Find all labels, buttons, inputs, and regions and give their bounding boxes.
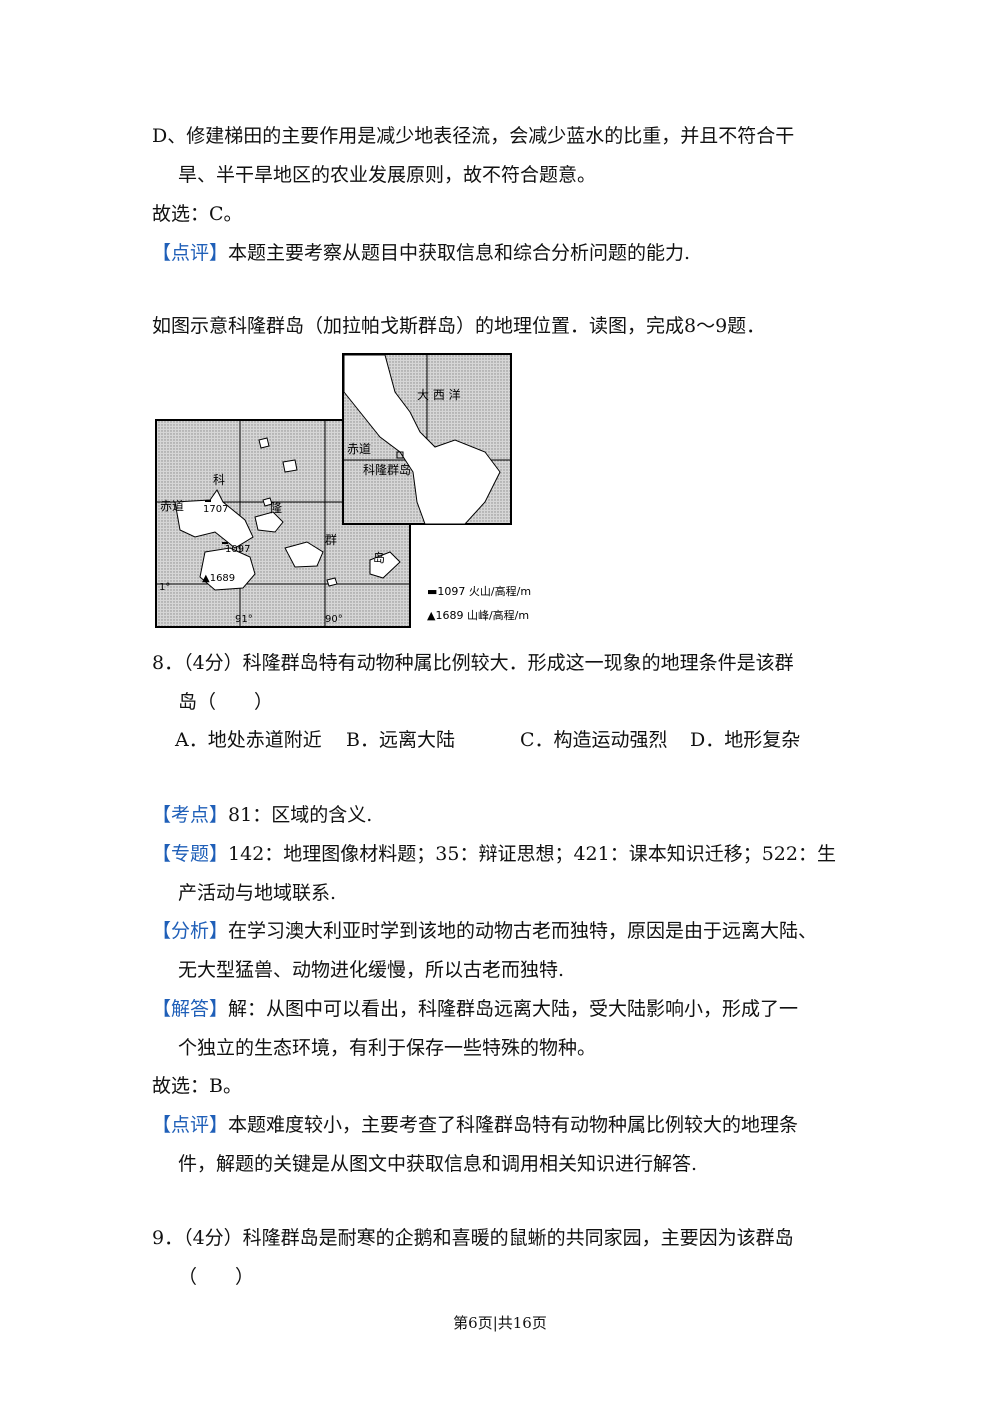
- small-island-2: [258, 437, 270, 449]
- san-cristobal-island: [369, 551, 401, 579]
- q8-stem-line2: 岛（ ）: [178, 691, 274, 713]
- peak-1689-label: ▲1689: [202, 573, 235, 584]
- main-equator-label: 赤道: [160, 499, 184, 513]
- inset-equator-label: 赤道: [347, 442, 371, 456]
- option-d-line2: 旱、半干旱地区的农业发展原则，故不符合题意。: [178, 164, 597, 186]
- island-east: [284, 541, 324, 568]
- jieda-line2: 个独立的生态环境，有利于保存一些特殊的物种。: [178, 1037, 597, 1059]
- label-dao: 岛: [373, 550, 385, 565]
- kaodian-tag: 【考点】: [152, 804, 229, 826]
- lon-91-label: 91°: [235, 614, 253, 625]
- jieda: 【解答】解：从图中可以看出，科隆群岛远离大陆，受大陆影响小，形成了一: [152, 997, 798, 1021]
- label-long: 隆: [270, 500, 282, 515]
- label-qun: 群: [325, 533, 337, 547]
- q8-stem-line1: 8．（4分）科隆群岛特有动物种属比例较大．形成这一现象的地理条件是该群: [152, 652, 794, 674]
- small-island-4: [326, 577, 338, 587]
- dianping-line2: 件，解题的关键是从图文中获取信息和调用相关知识进行解答.: [178, 1153, 698, 1175]
- fenxi-tag: 【分析】: [152, 920, 229, 942]
- comment-tag: 【点评】: [152, 242, 229, 264]
- fenxi: 【分析】在学习澳大利亚时学到该地的动物古老而独特，原因是由于远离大陆、: [152, 919, 817, 943]
- fenxi-line2: 无大型猛兽、动物进化缓慢，所以古老而独特.: [178, 959, 565, 981]
- galapagos-map-figure: 赤道 科 隆 群 岛 1707 1097 ▲1689 1° 91° 90° 大 …: [155, 353, 531, 628]
- map-intro: 如图示意科隆群岛（加拉帕戈斯群岛）的地理位置．读图，完成8～9题．: [152, 315, 766, 337]
- small-island-1: [282, 459, 298, 473]
- zhuanti: 【专题】142：地理图像材料题；35：辩证思想；421：课本知识迁移；522：生: [152, 842, 836, 866]
- kaodian: 【考点】81：区域的含义.: [152, 803, 372, 827]
- inset-islands-marker: [396, 451, 404, 459]
- isabela-north-island: [174, 489, 254, 549]
- q8-option-d: D．地形复杂: [690, 729, 801, 751]
- answer-prev: 故选：C。: [152, 203, 243, 225]
- zhuanti-line2: 产活动与地域联系.: [178, 882, 337, 904]
- q8-option-c: C．构造运动强烈: [520, 729, 668, 751]
- q9-stem-line1: 9．（4分）科隆群岛是耐寒的企鹅和喜暖的鼠蜥的共同家园，主要因为该群岛: [152, 1227, 794, 1249]
- page-footer: 第6页|共16页: [453, 1314, 547, 1332]
- jieda-tag: 【解答】: [152, 998, 229, 1020]
- isabela-south-island: [199, 547, 256, 591]
- volcano-1707-marker: [205, 500, 211, 502]
- inset-ocean-area: [343, 354, 501, 525]
- kaodian-text: 81：区域的含义.: [228, 804, 373, 826]
- zhuanti-tag: 【专题】: [152, 843, 229, 865]
- comment-prev: 【点评】本题主要考察从题目中获取信息和综合分析问题的能力.: [152, 241, 690, 265]
- small-island-3: [262, 497, 273, 507]
- legend-peak: ▲1689 山峰/高程/m: [427, 608, 529, 622]
- zhuanti-text: 142：地理图像材料题；35：辩证思想；421：课本知识迁移；522：生: [228, 843, 836, 865]
- q8-option-b: B．远离大陆: [346, 729, 455, 751]
- santa-cruz-island: [254, 511, 284, 533]
- jieda-text: 解：从图中可以看出，科隆群岛远离大陆，受大陆影响小，形成了一: [228, 998, 799, 1020]
- dianping-tag: 【点评】: [152, 1114, 229, 1136]
- volcano-1097-marker: [222, 542, 228, 544]
- q8-option-a: A．地处赤道附近: [175, 729, 322, 751]
- volcano-1097-label: 1097: [225, 544, 250, 555]
- option-d-line1: D、修建梯田的主要作用是减少地表径流，会减少蓝水的比重，并且不符合干: [152, 125, 795, 147]
- dianping: 【点评】本题难度较小，主要考查了科隆群岛特有动物种属比例较大的地理条: [152, 1113, 798, 1137]
- fenxi-text: 在学习澳大利亚时学到该地的动物古老而独特，原因是由于远离大陆、: [228, 920, 818, 942]
- label-ke: 科: [213, 473, 225, 487]
- inset-islands-label: 科隆群岛: [363, 462, 411, 477]
- q8-answer: 故选：B。: [152, 1075, 242, 1097]
- comment-text: 本题主要考察从题目中获取信息和综合分析问题的能力.: [228, 242, 691, 264]
- lon-90-label: 90°: [325, 614, 343, 625]
- legend-volcano: ▬1097 火山/高程/m: [427, 584, 531, 598]
- inset-ocean-label: 大 西 洋: [417, 387, 461, 402]
- lat-1-label: 1°: [159, 582, 170, 593]
- dianping-text: 本题难度较小，主要考查了科隆群岛特有动物种属比例较大的地理条: [228, 1114, 799, 1136]
- volcano-1707-label: 1707: [203, 504, 228, 515]
- q9-stem-line2: （ ）: [178, 1266, 255, 1288]
